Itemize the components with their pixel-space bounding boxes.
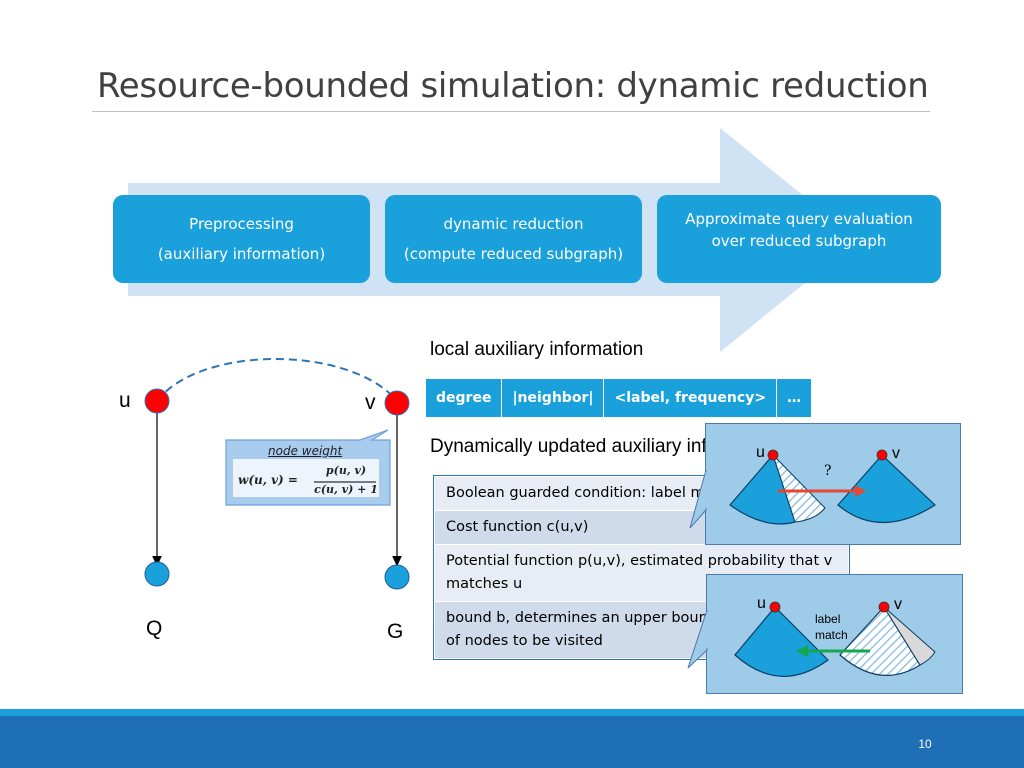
- panel2-v-label: v: [894, 596, 902, 613]
- panel2-v-fan-hatched: [839, 606, 921, 676]
- panel1-u-fan: [729, 453, 796, 525]
- panel2-u-label: u: [757, 595, 766, 612]
- data-node-child: [384, 564, 410, 590]
- panel1-v-fan: [837, 454, 936, 523]
- process-step-title: Approximate query evaluation: [685, 210, 913, 228]
- data-node-v-label: v: [365, 391, 376, 414]
- node-weight-formula-panel: [233, 459, 379, 497]
- process-step-subtitle: over reduced subgraph: [711, 232, 887, 250]
- panel2-arrowhead: [796, 645, 808, 657]
- local-aux-heading: local auxiliary information: [430, 339, 644, 360]
- panel2-v-fan-gray: [883, 606, 936, 666]
- process-step-dynamic-reduction: dynamic reduction (compute reduced subgr…: [385, 195, 642, 283]
- panel1-u-fan-hatched: [772, 454, 826, 523]
- local-aux-col-label-frequency: <label, frequency>: [603, 378, 778, 418]
- query-graph-label: Q: [146, 617, 163, 640]
- panel2-node-v: [878, 601, 890, 613]
- panel1-arrowhead: [855, 485, 866, 497]
- footer-accent-stripe: [0, 709, 1024, 716]
- panel2-note: label match: [815, 611, 848, 643]
- local-aux-col-degree: degree: [424, 378, 503, 418]
- data-graph-label: G: [387, 620, 404, 643]
- panel1-node-v: [876, 449, 888, 461]
- slide-title: Resource-bounded simulation: dynamic red…: [97, 66, 929, 106]
- process-step-title: dynamic reduction: [443, 215, 584, 233]
- process-step-subtitle: (compute reduced subgraph): [403, 245, 624, 263]
- node-weight-formula-numerator: p(u, v): [325, 464, 367, 477]
- process-step-preprocessing: Preprocessing (auxiliary information): [113, 195, 370, 283]
- node-weight-formula-denominator: c(u, v) + 1: [314, 483, 378, 496]
- dynamic-aux-heading: Dynamically updated auxiliary informatio…: [430, 436, 781, 457]
- process-step-approximate-evaluation: Approximate query evaluation over reduce…: [657, 195, 941, 283]
- panel2-node-u: [769, 601, 781, 613]
- title-divider: [92, 111, 930, 112]
- node-weight-title: node weight: [268, 444, 343, 458]
- process-step-subtitle: (auxiliary information): [157, 245, 326, 263]
- match-dashed-arc: [156, 358, 398, 402]
- node-weight-formula-lhs: w(u, v) =: [238, 473, 298, 487]
- process-step-title: Preprocessing: [189, 215, 294, 233]
- panel1-u-label: u: [756, 444, 765, 461]
- panel1-node-u: [767, 449, 779, 461]
- panel2-note-line1: label: [815, 612, 841, 626]
- slide-number: 10: [918, 737, 932, 751]
- panel2-pointer: [687, 609, 708, 669]
- local-aux-col-neighbor: |neighbor|: [501, 378, 605, 418]
- data-node-v: [384, 390, 410, 416]
- panel2-u-fan: [734, 606, 829, 677]
- panel1-question: ?: [824, 463, 832, 479]
- local-aux-table: degree |neighbor| <label, frequency> …: [424, 378, 813, 418]
- local-aux-col-more: …: [776, 378, 813, 418]
- example-panel-label-match: [706, 574, 963, 694]
- query-node-u: [144, 388, 170, 414]
- panel1-v-label: v: [892, 445, 900, 462]
- query-node-u-label: u: [119, 389, 131, 412]
- footer-bar: [0, 716, 1024, 768]
- query-node-child: [144, 561, 170, 587]
- panel2-note-line2: match: [815, 628, 848, 642]
